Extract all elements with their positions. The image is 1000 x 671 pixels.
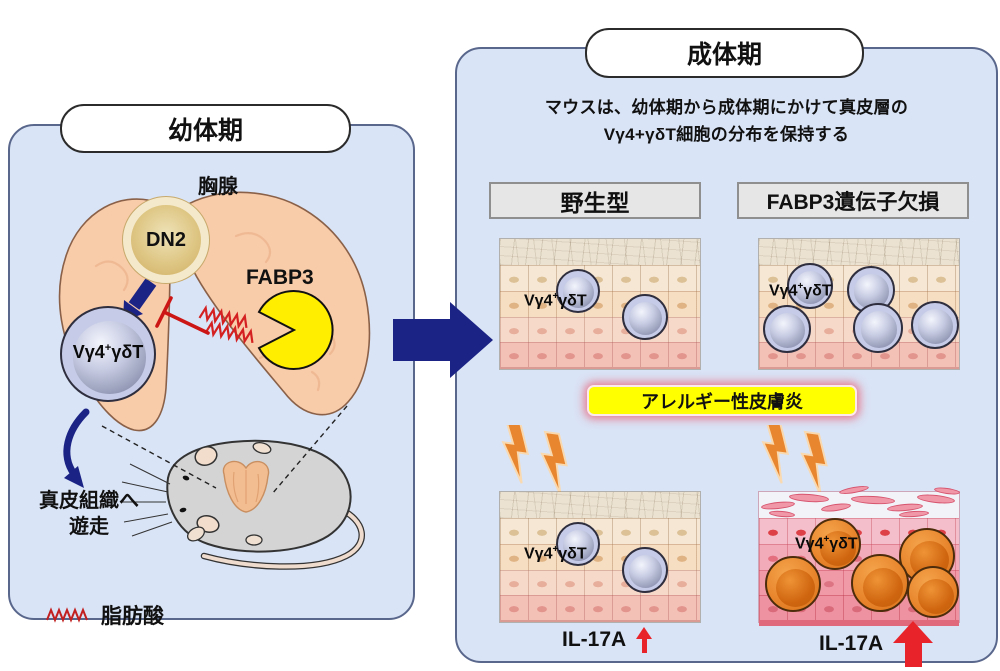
adult-panel: 成体期 マウスは、幼体期から成体期にかけて真皮層の Vγ4+γδT細胞の分布を保… xyxy=(455,28,998,667)
fatty-acid-label: 脂肪酸 xyxy=(101,605,164,628)
dermatitis-banner: アレルギー性皮膚炎 xyxy=(587,385,857,416)
skin-ko-dermatitis: Vγ4+γδT xyxy=(759,484,961,626)
migration-label-line1: 真皮組織へ xyxy=(39,490,139,512)
lightning-icon xyxy=(501,425,568,495)
fabp3-label: FABP3 xyxy=(246,266,314,289)
vg4-gdT-cell xyxy=(556,269,600,313)
dn2-cell-core: DN2 xyxy=(131,205,201,275)
wildtype-header: 野生型 xyxy=(489,182,701,219)
il17a-readout-ko: IL-17A xyxy=(819,621,934,667)
dn2-label: DN2 xyxy=(145,228,186,251)
fatty-acid-zigzag-icon xyxy=(46,607,88,623)
vg4-gdT-cell-label: Vγ4+γδT xyxy=(524,291,587,310)
juvenile-title: 幼体期 xyxy=(60,104,351,153)
fatty-acid-zigzag-icon xyxy=(198,304,254,345)
vg4-gdT-cell-label: Vγ4+γδT xyxy=(72,342,144,362)
il17a-label: IL-17A xyxy=(562,628,627,651)
vg4-gdT-cell xyxy=(622,294,668,340)
vg4-gdT-cell xyxy=(763,305,811,353)
vg4-gdT-cell-label: Vγ4+γδT xyxy=(524,544,587,563)
lightning-icon xyxy=(761,425,828,495)
activated-vg4-gdT-cell xyxy=(907,566,959,618)
vg4-gdT-cell xyxy=(853,303,903,353)
vg4-gdT-cell xyxy=(622,547,668,593)
migration-label-line2: 遊走 xyxy=(69,516,109,538)
juvenile-panel: 幼体期 胸腺 xyxy=(8,104,415,620)
summary-line2: Vγ4+γδT細胞の分布を保持する xyxy=(603,125,850,144)
stratum-corneum xyxy=(500,492,700,518)
big-up-arrow-icon xyxy=(893,621,934,667)
migration-label: 真皮組織へ 遊走 xyxy=(14,488,164,540)
mouse-illustration xyxy=(120,439,365,570)
inhibition-icon xyxy=(155,296,210,335)
vg4-gdT-cell-label: Vγ4+γδT xyxy=(769,281,832,300)
up-arrow-icon xyxy=(636,627,653,653)
il17a-label: IL-17A xyxy=(819,632,884,655)
adult-title-text: 成体期 xyxy=(686,41,762,69)
skin-ko-adult: Vγ4+γδT xyxy=(759,239,959,369)
fabp3-ko-header: FABP3遺伝子欠損 xyxy=(737,182,969,219)
vg4-gdT-cell xyxy=(911,301,959,349)
adult-title: 成体期 xyxy=(585,28,864,78)
fatty-acid-legend: 脂肪酸 xyxy=(45,600,164,630)
il17a-readout-wildtype: IL-17A xyxy=(562,627,653,653)
migration-arrow-icon xyxy=(63,408,90,488)
fabp3-protein-icon xyxy=(257,290,334,370)
vg4-gdT-cell xyxy=(60,306,156,402)
thymus-label: 胸腺 xyxy=(198,176,238,198)
juvenile-title-text: 幼体期 xyxy=(167,116,243,145)
vg4-gdT-cell xyxy=(556,522,600,566)
skin-wildtype-dermatitis: Vγ4+γδT xyxy=(500,492,700,622)
vg4-gdT-cell-label: Vγ4+γδT xyxy=(795,534,858,553)
stratum-corneum xyxy=(759,239,959,265)
magnification-line-right xyxy=(271,405,348,495)
vg4-gdT-cell xyxy=(787,263,833,309)
activated-vg4-gdT-cell xyxy=(765,556,821,612)
flaky-stratum-corneum xyxy=(759,484,961,519)
dn2-cell: DN2 xyxy=(122,196,210,284)
activated-vg4-gdT-cell xyxy=(809,518,861,570)
skin-wildtype-adult: Vγ4+γδT xyxy=(500,239,700,369)
stage-transition-arrow-icon xyxy=(393,302,493,378)
magnification-line-left xyxy=(101,425,217,489)
activated-vg4-gdT-cell xyxy=(851,554,909,612)
summary-line1: マウスは、幼体期から成体期にかけて真皮層の xyxy=(544,98,909,117)
stratum-corneum xyxy=(500,239,700,265)
